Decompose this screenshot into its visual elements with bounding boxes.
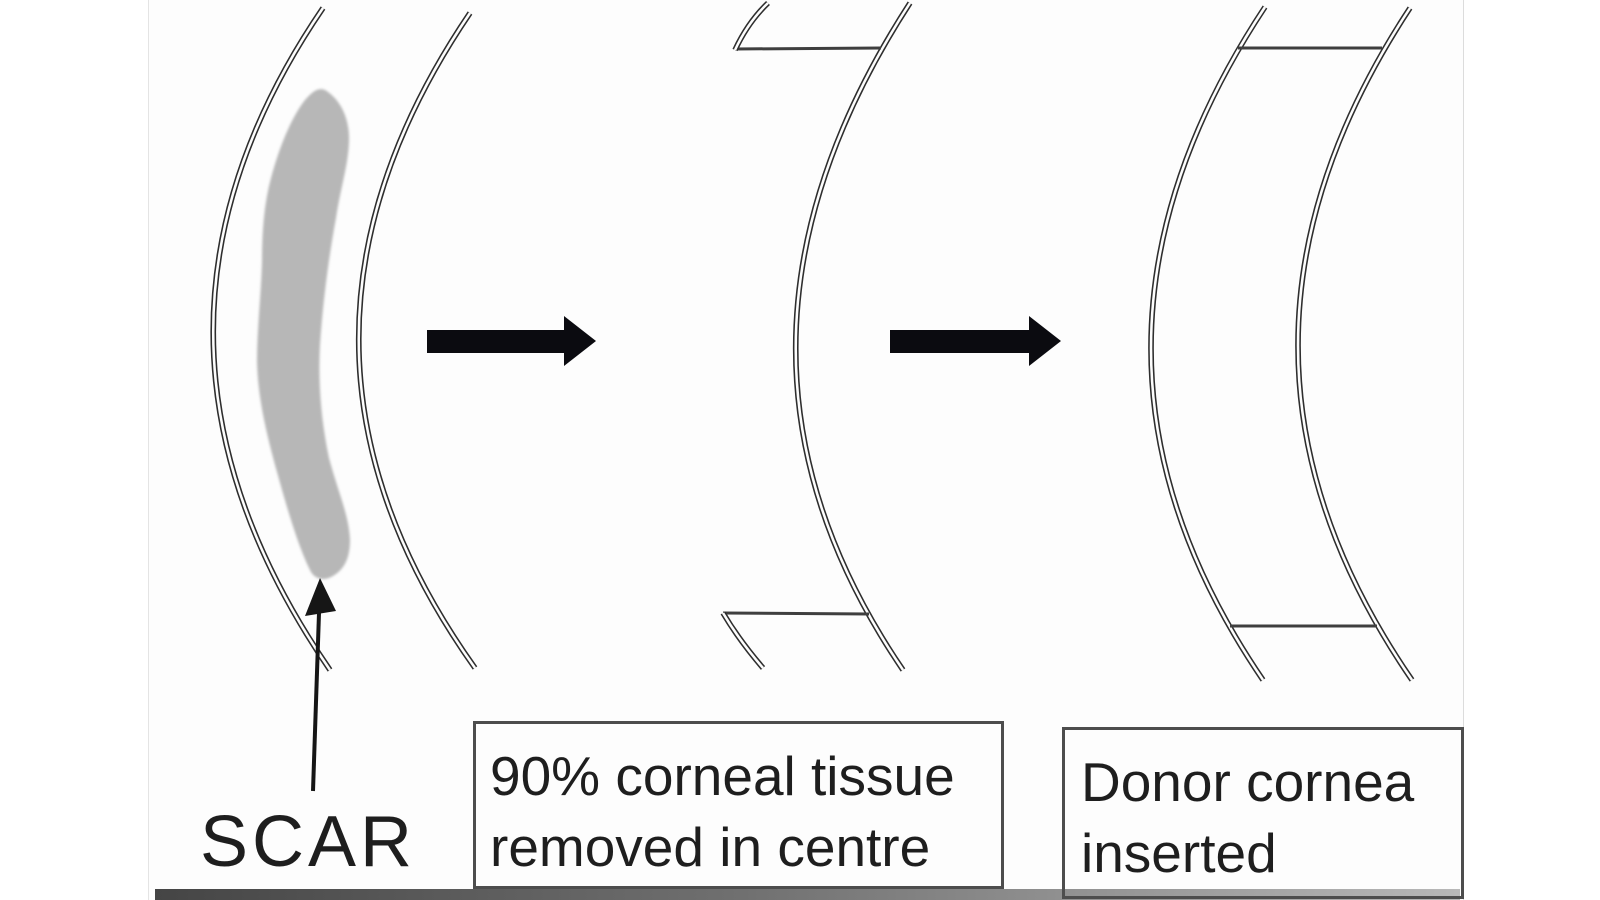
caption-donor-line2: inserted xyxy=(1081,822,1277,884)
caption-box-tissue-removed: 90% corneal tissue removed in centre xyxy=(473,721,1004,889)
caption-box-donor-inserted: Donor cornea inserted xyxy=(1062,727,1464,899)
bottom-cut-edge-line xyxy=(722,611,870,616)
host-posterior-curve xyxy=(1298,8,1412,680)
step-arrow-2-right-arrow-icon xyxy=(890,316,1061,366)
bottom-peripheral-rim-stub xyxy=(723,613,763,668)
top-cut-edge-line xyxy=(734,46,882,51)
caption-removed-line1: 90% corneal tissue xyxy=(490,745,955,807)
scar-label: SCAR xyxy=(199,802,417,882)
donor-cornea-curve xyxy=(1151,7,1265,680)
panel-tissue-removed xyxy=(723,3,910,670)
scan-edge-strip xyxy=(155,889,1460,900)
top-peripheral-rim-stub xyxy=(735,3,768,50)
panel-cornea-with-scar xyxy=(213,8,475,792)
step-arrow-1-right-arrow-icon xyxy=(427,316,596,366)
caption-removed-line2: removed in centre xyxy=(490,816,931,878)
panel-donor-inserted xyxy=(1151,7,1412,680)
scar-pointer-arrow-icon xyxy=(305,578,336,792)
caption-donor-line1: Donor cornea xyxy=(1081,751,1415,813)
scar-blob xyxy=(257,89,350,579)
